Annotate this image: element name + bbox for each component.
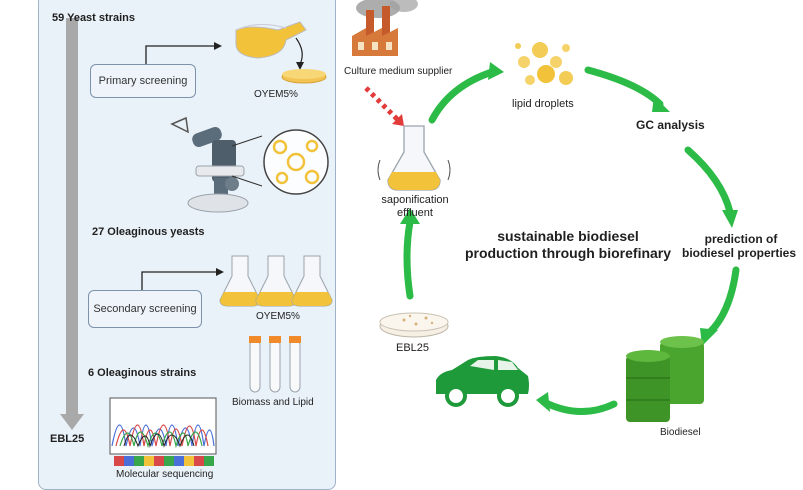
biodiesel-drums-icon xyxy=(626,336,704,422)
molecular-sequencing-label: Molecular sequencing xyxy=(116,469,214,480)
oyem-secondary-label: OYEM5% xyxy=(256,311,300,322)
primary-screening-box: Primary screening xyxy=(90,64,196,98)
lipid-droplets-label: lipid droplets xyxy=(512,98,574,110)
biodiesel-label: Biodiesel xyxy=(660,427,701,438)
petri-dish-oyem-icon xyxy=(281,69,327,84)
ebl25-petri-dish-icon xyxy=(379,312,449,338)
oleaginous-strains-label: 6 Oleaginous strains xyxy=(88,367,197,379)
ebl25-timeline-label: EBL25 xyxy=(50,433,85,445)
factory-icon xyxy=(352,0,418,56)
saponification-line1: saponification xyxy=(381,194,449,206)
cycle-arrowheads xyxy=(400,62,738,412)
primary-connector xyxy=(145,45,214,70)
timeline-arrowhead xyxy=(60,414,84,430)
saponification-flask-icon xyxy=(377,125,451,191)
pouring-flask-icon xyxy=(235,21,307,59)
prediction-line1: prediction of xyxy=(704,232,778,246)
saponification-line2: effluent xyxy=(397,207,433,219)
oyem-primary-label: OYEM5% xyxy=(254,89,298,100)
car-icon xyxy=(436,356,529,407)
pour-arrow xyxy=(295,37,303,65)
ebl25-plate-label: EBL25 xyxy=(396,342,430,354)
magnified-yeast-cells-icon xyxy=(263,129,329,195)
sequence-bar xyxy=(114,456,214,466)
secondary-connector xyxy=(141,271,216,292)
yeast-strains-header: 59 Yeast strains xyxy=(52,12,135,24)
prediction-line2: biodiesel properties xyxy=(681,246,797,260)
biomass-lipid-label: Biomass and Lipid xyxy=(232,397,314,408)
supplier-arrow xyxy=(364,86,400,122)
oleaginous-yeasts-label: 27 Oleaginous yeasts xyxy=(92,226,205,238)
secondary-screening-box: Secondary screening xyxy=(88,290,202,328)
biomass-tubes-icon xyxy=(249,336,301,393)
lipid-droplets-icon xyxy=(515,42,573,85)
microscope-icon xyxy=(170,116,249,213)
timeline-bar xyxy=(66,18,78,416)
center-title-line2: production through biorefinary xyxy=(464,245,672,261)
culture-supplier-label: Culture medium supplier xyxy=(344,66,453,77)
secondary-flasks-icon xyxy=(219,255,333,307)
chromatogram-icon xyxy=(109,397,217,455)
center-title-line1: sustainable biodiesel xyxy=(497,228,639,244)
gc-analysis-label: GC analysis xyxy=(636,118,705,132)
